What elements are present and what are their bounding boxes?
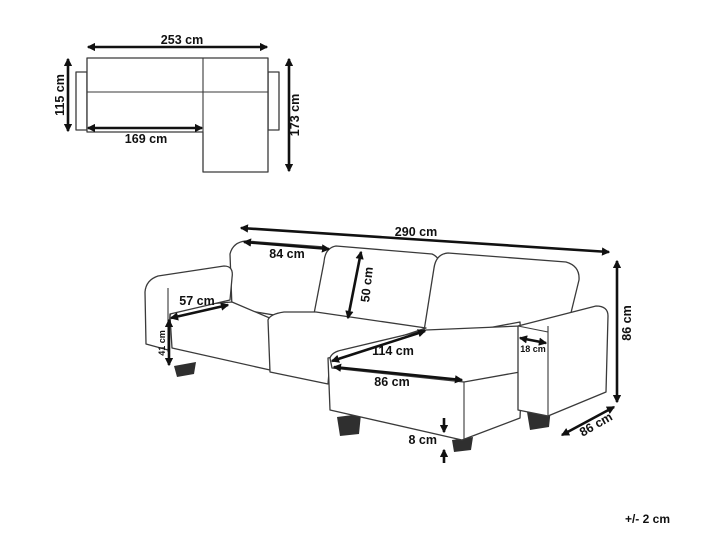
- chaise-length-arrow: [330, 329, 427, 363]
- leg-front-chaise-left: [337, 414, 361, 436]
- back-cushion-right: [423, 252, 580, 332]
- seat-cushion-left: [169, 301, 273, 371]
- back-cushion-width-label: 84 cm: [269, 247, 304, 261]
- total-depth-arrow: [560, 405, 616, 437]
- plan-sofa-width-label: 169 cm: [125, 132, 167, 146]
- right-armrest-top-seam: [517, 325, 549, 333]
- plan-left-armrest: [75, 71, 88, 131]
- plan-view: 253 cm 115 cm 173 cm 169 cm: [53, 33, 302, 173]
- seat-height-label: 41 cm: [157, 330, 167, 356]
- chaise-width-label: 86 cm: [374, 375, 409, 389]
- leg-front-left: [174, 362, 196, 377]
- right-armrest: [517, 305, 609, 417]
- seat-depth-arrow: [169, 302, 230, 321]
- dimension-annotations: 290 cm 84 cm 50 cm 57 cm 41 cm 114 cm 86…: [157, 224, 634, 463]
- armrest-width-arrow: [518, 335, 548, 346]
- plan-width-label: 253 cm: [161, 33, 203, 47]
- back-cushion-height-arrow: [345, 250, 364, 320]
- total-depth-label: 86 cm: [577, 410, 615, 440]
- back-cushion-width-arrow: [242, 238, 331, 253]
- back-cushion-height-label: 50 cm: [358, 266, 376, 303]
- chaise-length-label: 114 cm: [372, 344, 414, 358]
- total-height-label: 86 cm: [620, 305, 634, 340]
- total-width-label: 290 cm: [395, 225, 437, 239]
- plan-right-armrest: [267, 71, 280, 131]
- total-width-arrow: [239, 224, 611, 256]
- plan-total-depth-label: 173 cm: [288, 94, 302, 136]
- seat-depth-label: 57 cm: [179, 294, 214, 308]
- armrest-width-label: 18 cm: [520, 344, 546, 354]
- tolerance-note: +/- 2 cm: [624, 512, 670, 526]
- plan-seat-depth-label: 115 cm: [53, 74, 67, 116]
- plan-sofa-outline: [86, 57, 269, 173]
- leg-height-label: 8 cm: [409, 433, 438, 447]
- chaise-width-arrow: [332, 363, 464, 384]
- leg-front-chaise-right: [452, 437, 473, 452]
